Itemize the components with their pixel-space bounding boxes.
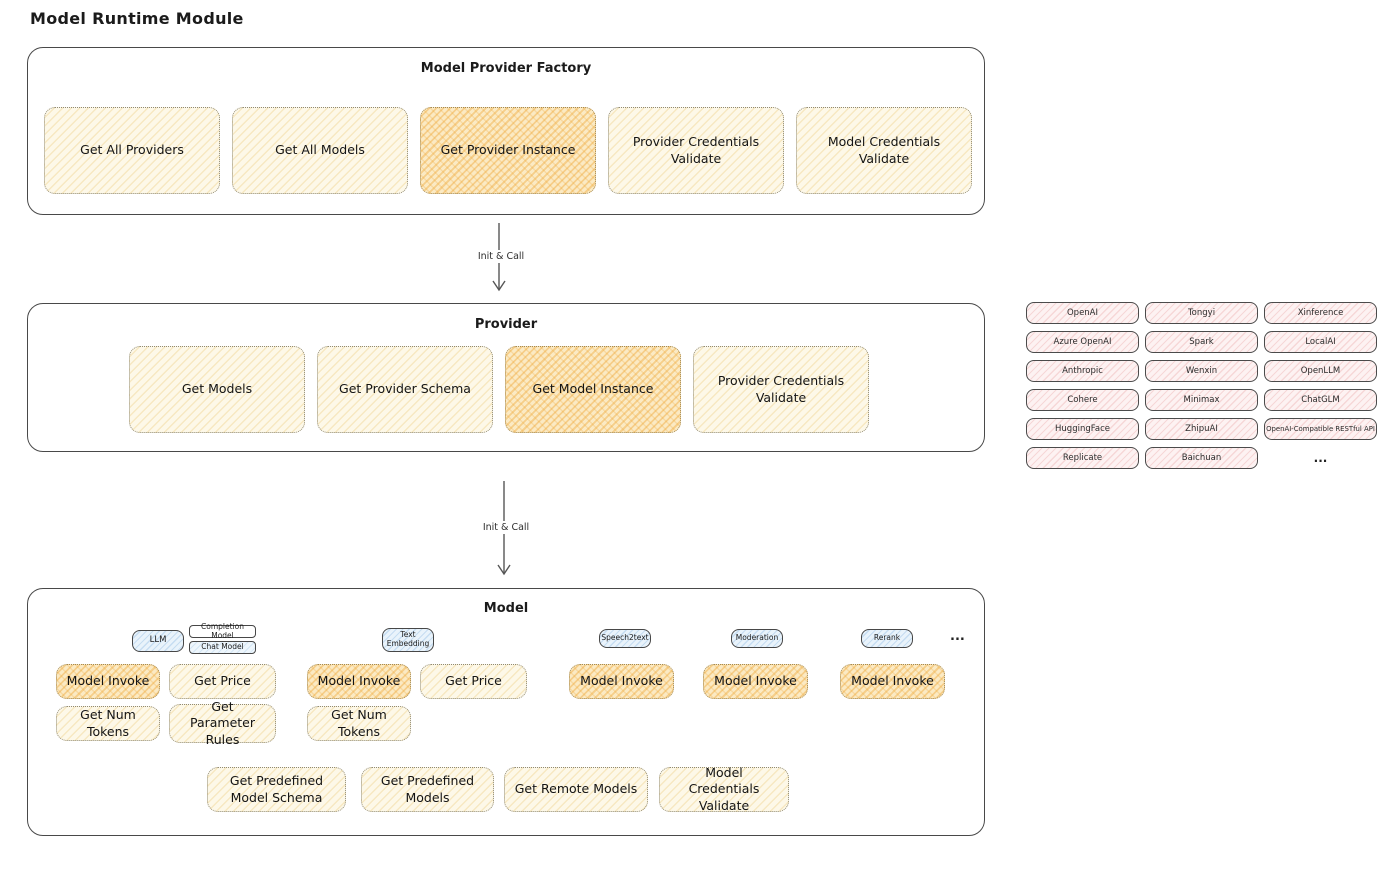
model-types-ellipsis: ... [950,629,965,644]
provider-pill-tongyi: Tongyi [1145,302,1258,324]
node-provider-credentials-validate-factory: Provider Credentials Validate [608,107,784,194]
provider-pill-azure-openai: Azure OpenAI [1026,331,1139,353]
provider-pill-spark: Spark [1145,331,1258,353]
model-title: Model [483,601,529,616]
provider-pill-minimax: Minimax [1145,389,1258,411]
arrow-label-init-call-1: Init & Call [469,250,533,263]
provider-pill-openai: OpenAI [1026,302,1139,324]
tag-llm: LLM [132,630,184,652]
node-get-predefined-models: Get Predefined Models [361,767,494,812]
page-title: Model Runtime Module [30,9,244,28]
tag-moderation: Moderation [731,629,783,648]
provider-pill-zhipuai: ZhipuAI [1145,418,1258,440]
provider-pill-openllm: OpenLLM [1264,360,1377,382]
node-model-invoke-moderation: Model Invoke [703,664,808,699]
node-model-credentials-validate-factory: Model Credentials Validate [796,107,972,194]
node-get-provider-schema: Get Provider Schema [317,346,493,433]
node-get-predefined-model-schema: Get Predefined Model Schema [207,767,346,812]
node-model-invoke-llm: Model Invoke [56,664,160,699]
node-get-all-providers: Get All Providers [44,107,220,194]
node-get-price-llm: Get Price [169,664,276,699]
node-get-parameter-rules: Get Parameter Rules [169,699,276,747]
node-model-invoke-embedding: Model Invoke [307,664,411,699]
provider-pill-chatglm: ChatGLM [1264,389,1377,411]
model-panel: Model LLM Completion Model Chat Model Te… [27,588,985,836]
provider-pill-ellipsis: ... [1313,451,1328,465]
node-provider-credentials-validate-provider: Provider Credentials Validate [693,346,869,433]
node-model-invoke-rerank: Model Invoke [840,664,945,699]
provider-pill-baichuan: Baichuan [1145,447,1258,469]
node-model-invoke-speech2text: Model Invoke [569,664,674,699]
provider-pill-cohere: Cohere [1026,389,1139,411]
node-get-num-tokens-embedding: Get Num Tokens [307,706,411,741]
provider-pill-openai-compatible-restful-api: OpenAI-Compatible RESTful API [1264,418,1377,440]
tag-chat-model: Chat Model [189,641,256,654]
tag-text-embedding: Text Embedding [382,628,434,652]
tag-speech2text: Speech2text [599,629,651,648]
provider-pill-xinference: Xinference [1264,302,1377,324]
node-get-models: Get Models [129,346,305,433]
provider-pill-localai: LocalAI [1264,331,1377,353]
node-get-price-embedding: Get Price [420,664,527,699]
tag-completion-model: Completion Model [189,622,256,639]
provider-pill-anthropic: Anthropic [1026,360,1139,382]
node-get-num-tokens-llm: Get Num Tokens [56,706,160,741]
node-get-model-instance: Get Model Instance [505,346,681,433]
node-get-all-models: Get All Models [232,107,408,194]
arrow-label-init-call-2: Init & Call [474,521,538,534]
node-get-provider-instance: Get Provider Instance [420,107,596,194]
node-model-credentials-validate-model: Model Credentials Validate [659,765,789,813]
provider-list: OpenAI Tongyi Xinference Azure OpenAI Sp… [1026,302,1377,469]
factory-title: Model Provider Factory [420,61,592,76]
provider-title: Provider [474,317,538,332]
tag-rerank: Rerank [861,629,913,648]
provider-panel: Provider Get Models Get Provider Schema … [27,303,985,452]
factory-panel: Model Provider Factory Get All Providers… [27,47,985,215]
node-get-remote-models: Get Remote Models [504,767,648,812]
provider-pill-replicate: Replicate [1026,447,1139,469]
provider-pill-wenxin: Wenxin [1145,360,1258,382]
provider-pill-huggingface: HuggingFace [1026,418,1139,440]
